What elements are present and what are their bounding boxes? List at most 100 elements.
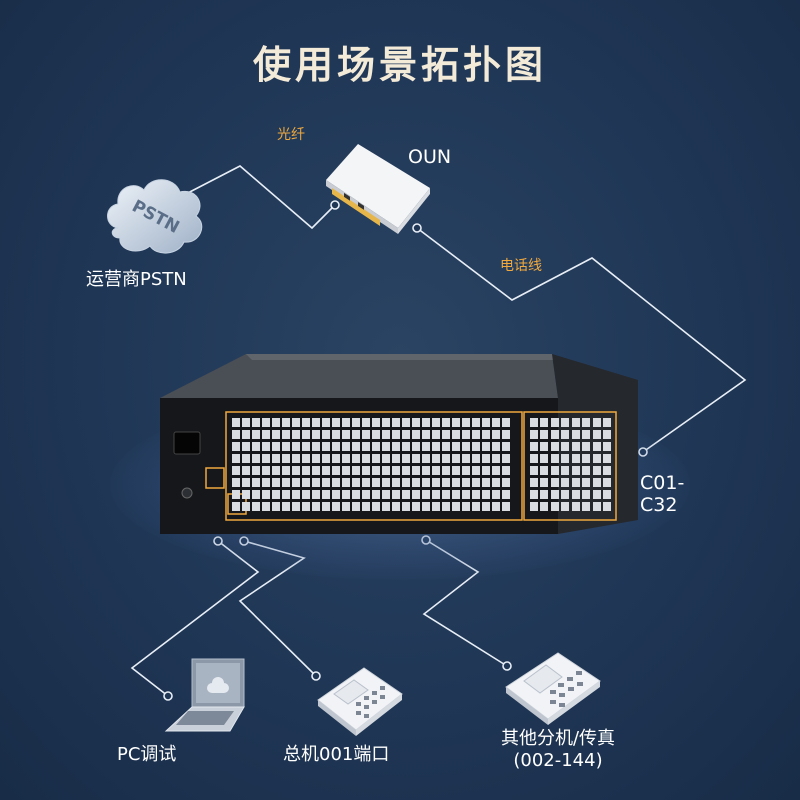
rj11-port: [282, 502, 290, 511]
rj11-port: [561, 502, 569, 511]
rj11-port: [422, 466, 430, 475]
rj11-port: [472, 418, 480, 427]
rj11-port: [272, 502, 280, 511]
rj11-port: [472, 430, 480, 439]
rj11-port: [561, 454, 569, 463]
rj11-port: [282, 478, 290, 487]
main-ext-label: 总机001端口: [283, 744, 390, 765]
rj11-port: [502, 466, 510, 475]
rj11-port: [362, 478, 370, 487]
rj11-port: [232, 454, 240, 463]
rj11-port: [442, 442, 450, 451]
rj11-port: [551, 430, 559, 439]
rj11-port: [412, 454, 420, 463]
rj11-port: [322, 454, 330, 463]
rj11-port: [530, 502, 538, 511]
rj11-port: [492, 418, 500, 427]
rj11-port: [312, 442, 320, 451]
rj11-port: [603, 466, 611, 475]
fiber-label: 光纤: [277, 127, 305, 143]
rj11-port: [593, 502, 601, 511]
rj11-port: [603, 490, 611, 499]
rj11-port: [530, 454, 538, 463]
rj11-port: [282, 430, 290, 439]
rj11-port: [322, 466, 330, 475]
rj11-port: [242, 478, 250, 487]
rj11-port: [603, 454, 611, 463]
rj11-port: [272, 418, 280, 427]
rj11-port: [502, 478, 510, 487]
rj11-port: [572, 478, 580, 487]
rj11-port: [402, 454, 410, 463]
rj11-port: [362, 430, 370, 439]
rj11-port: [530, 478, 538, 487]
rj11-port: [482, 442, 490, 451]
rj11-port: [502, 430, 510, 439]
rj11-port: [432, 442, 440, 451]
rj11-port: [382, 490, 390, 499]
rj11-port: [342, 502, 350, 511]
rj11-port: [572, 490, 580, 499]
rj11-port: [502, 418, 510, 427]
rj11-port: [262, 430, 270, 439]
rj11-port: [492, 502, 500, 511]
rj11-port: [442, 454, 450, 463]
rj11-port: [402, 442, 410, 451]
rj11-port: [540, 502, 548, 511]
rj11-port: [432, 502, 440, 511]
rj11-port: [593, 442, 601, 451]
rj11-port: [442, 478, 450, 487]
rj11-port: [272, 466, 280, 475]
rj11-port: [342, 454, 350, 463]
rj11-port: [452, 466, 460, 475]
rj11-port: [422, 418, 430, 427]
rj11-port: [292, 430, 300, 439]
rj11-port: [432, 430, 440, 439]
rj11-port: [402, 502, 410, 511]
rj11-port: [432, 466, 440, 475]
rj11-port: [603, 502, 611, 511]
rj11-port: [292, 466, 300, 475]
rj11-port: [292, 502, 300, 511]
rj11-port: [232, 418, 240, 427]
rj11-port: [452, 490, 460, 499]
rj11-port: [352, 430, 360, 439]
rj11-port: [442, 430, 450, 439]
rj11-port: [342, 418, 350, 427]
rj11-port: [603, 442, 611, 451]
rj11-port: [472, 454, 480, 463]
rj11-port: [282, 490, 290, 499]
rj11-port: [422, 490, 430, 499]
other-ext-range: (002-144): [513, 750, 603, 771]
rj11-port: [582, 430, 590, 439]
rj11-port: [482, 502, 490, 511]
rj11-port: [282, 454, 290, 463]
other-ext-label: 其他分机/传真 (002-144): [468, 728, 648, 772]
rj11-port: [412, 430, 420, 439]
rj11-port: [382, 442, 390, 451]
rj11-port: [603, 430, 611, 439]
rj11-port: [252, 478, 260, 487]
rj11-port: [342, 478, 350, 487]
rj11-port: [362, 490, 370, 499]
rj11-port: [232, 466, 240, 475]
rj11-port: [502, 502, 510, 511]
rj11-port: [462, 430, 470, 439]
rj11-port: [322, 478, 330, 487]
rj11-port: [362, 466, 370, 475]
onu-box-icon: [326, 144, 430, 234]
rj11-port: [352, 442, 360, 451]
rj11-port: [292, 454, 300, 463]
rj11-port: [382, 418, 390, 427]
rj11-port: [462, 466, 470, 475]
rj11-port: [322, 490, 330, 499]
rj11-port: [252, 442, 260, 451]
rj11-port: [272, 430, 280, 439]
rj11-port: [392, 478, 400, 487]
rj11-port: [352, 418, 360, 427]
rj11-port: [530, 430, 538, 439]
rj11-port: [392, 430, 400, 439]
rj11-port: [492, 478, 500, 487]
rj11-port: [352, 454, 360, 463]
rj11-port: [561, 418, 569, 427]
